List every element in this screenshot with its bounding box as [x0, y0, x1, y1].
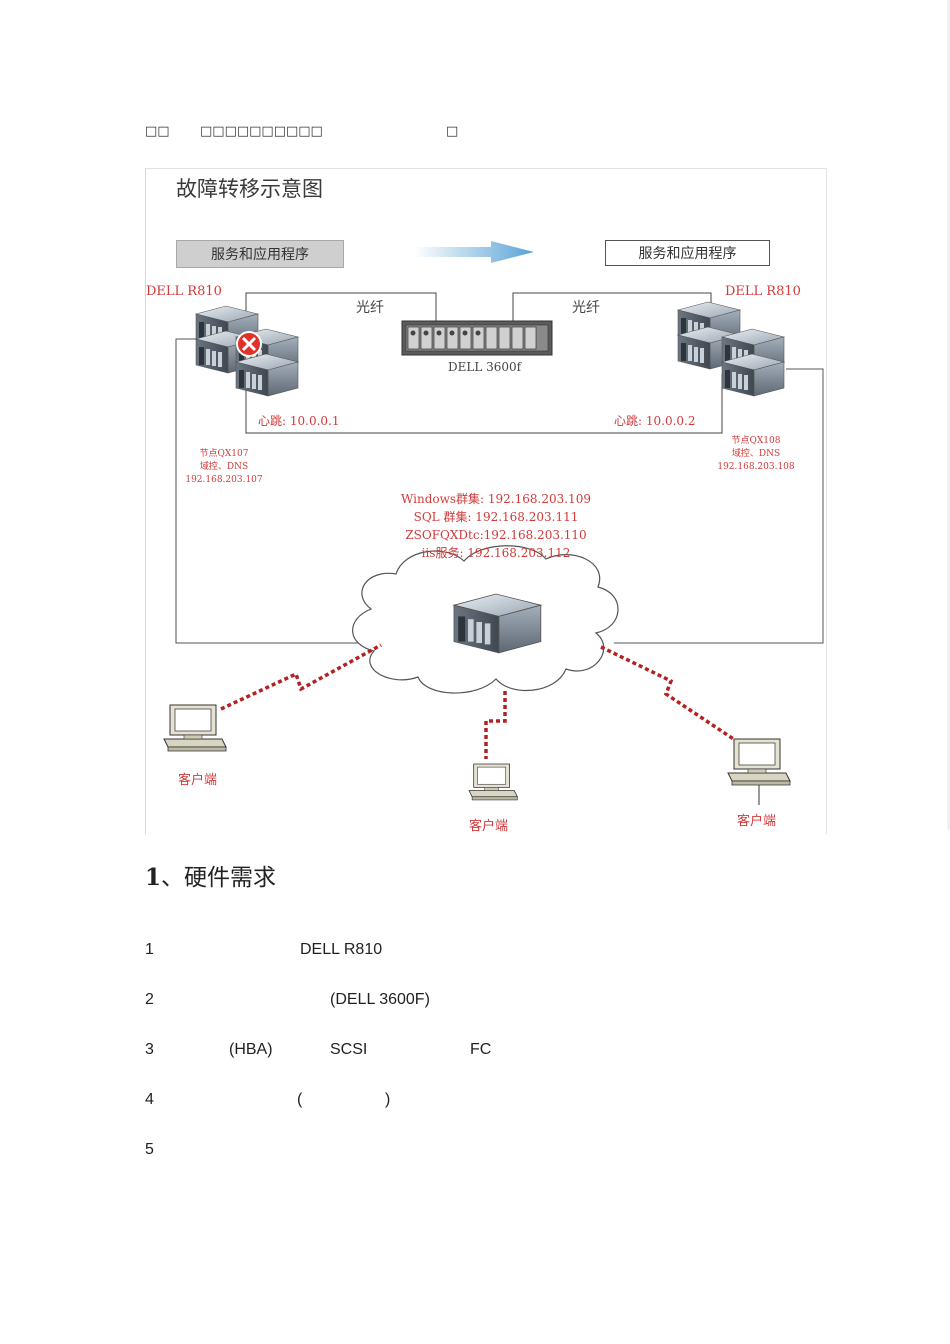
list-item-4-open-paren: (	[297, 1091, 303, 1108]
node-left-ip: 192.168.203.107	[185, 475, 263, 485]
node-info-left: 节点QX107 域控、DNS 192.168.203.107	[179, 448, 269, 487]
section-number: 1	[145, 864, 162, 891]
list-item-3-hba: (HBA)	[229, 1041, 273, 1058]
failure-x-icon	[236, 331, 262, 357]
cluster-dtc: ZSOFQXDtc:192.168.203.110	[405, 528, 587, 542]
list-item-2-number: 2	[145, 991, 154, 1008]
client-link-mid	[484, 691, 507, 759]
header-col-3: □	[446, 124, 459, 139]
network-link-right	[614, 368, 824, 644]
central-server-icon	[453, 593, 542, 654]
client-link-left	[220, 643, 382, 711]
client-link-right	[600, 645, 742, 746]
failover-arrow	[414, 241, 534, 263]
list-item-2-text: (DELL 3600F)	[330, 991, 430, 1008]
heartbeat-label-right: 心跳: 10.0.0.2	[614, 414, 696, 428]
fiber-label-left: 光纤	[356, 300, 384, 316]
section-title: 、硬件需求	[161, 865, 277, 891]
client-label-right: 客户端	[737, 814, 777, 829]
diagram-graphics	[163, 241, 824, 805]
node-info-right: 节点QX108 域控、DNS 192.168.203.108	[709, 435, 803, 474]
list-item-3-number: 3	[145, 1041, 154, 1058]
list-item-1-number: 1	[145, 941, 154, 958]
service-box-left: 服务和应用程序	[176, 240, 344, 268]
client-label-mid: 客户端	[469, 819, 509, 834]
list-item-3-fc: FC	[470, 1041, 492, 1058]
list-item-3-scsi: SCSI	[330, 1041, 368, 1058]
storage-label: DELL 3600f	[448, 360, 522, 374]
server-label-right: DELL R810	[725, 284, 801, 299]
client-pc-left-icon	[163, 704, 227, 752]
cluster-info: Windows群集: 192.168.203.109 SQL 群集: 192.1…	[376, 490, 616, 562]
header-col-2: □□□□□□□□□□	[200, 124, 323, 139]
diagram-title: 故障转移示意图	[176, 177, 323, 201]
list-item-4-number: 4	[145, 1091, 154, 1108]
network-link-left	[175, 338, 361, 644]
fiber-link-left	[245, 292, 437, 321]
page-edge	[947, 0, 950, 830]
heartbeat-link	[245, 374, 723, 434]
list-item-1-text: DELL R810	[300, 941, 383, 958]
list-item-5-number: 5	[145, 1141, 154, 1158]
client-pc-mid-icon	[468, 763, 518, 801]
fiber-label-right: 光纤	[572, 300, 600, 316]
server-cluster-right-icon	[677, 301, 785, 397]
section-heading: 1、硬件需求	[145, 858, 276, 892]
storage-array-icon	[401, 320, 553, 356]
node-right-name: 节点QX108	[731, 436, 781, 446]
cluster-iis: iis服务: 192.168.203.112	[421, 546, 571, 560]
client-label-left: 客户端	[178, 773, 218, 788]
client-pc-right-icon	[727, 738, 791, 786]
header-col-1: □□	[145, 124, 170, 139]
node-left-name: 节点QX107	[199, 449, 249, 459]
node-right-role: 域控、DNS	[731, 449, 781, 459]
service-box-right: 服务和应用程序	[605, 240, 770, 266]
failover-diagram: 故障转移示意图 服务和应用程序 服务和应用程序 DELL R810 DELL R…	[145, 168, 827, 834]
cluster-windows: Windows群集: 192.168.203.109	[401, 492, 591, 506]
node-left-role: 域控、DNS	[199, 462, 249, 472]
heartbeat-label-left: 心跳: 10.0.0.1	[258, 414, 340, 428]
server-label-left: DELL R810	[146, 284, 222, 299]
list-item-4-close-paren: )	[385, 1091, 391, 1108]
cluster-sql: SQL 群集: 192.168.203.111	[413, 510, 579, 524]
node-right-ip: 192.168.203.108	[717, 462, 795, 472]
